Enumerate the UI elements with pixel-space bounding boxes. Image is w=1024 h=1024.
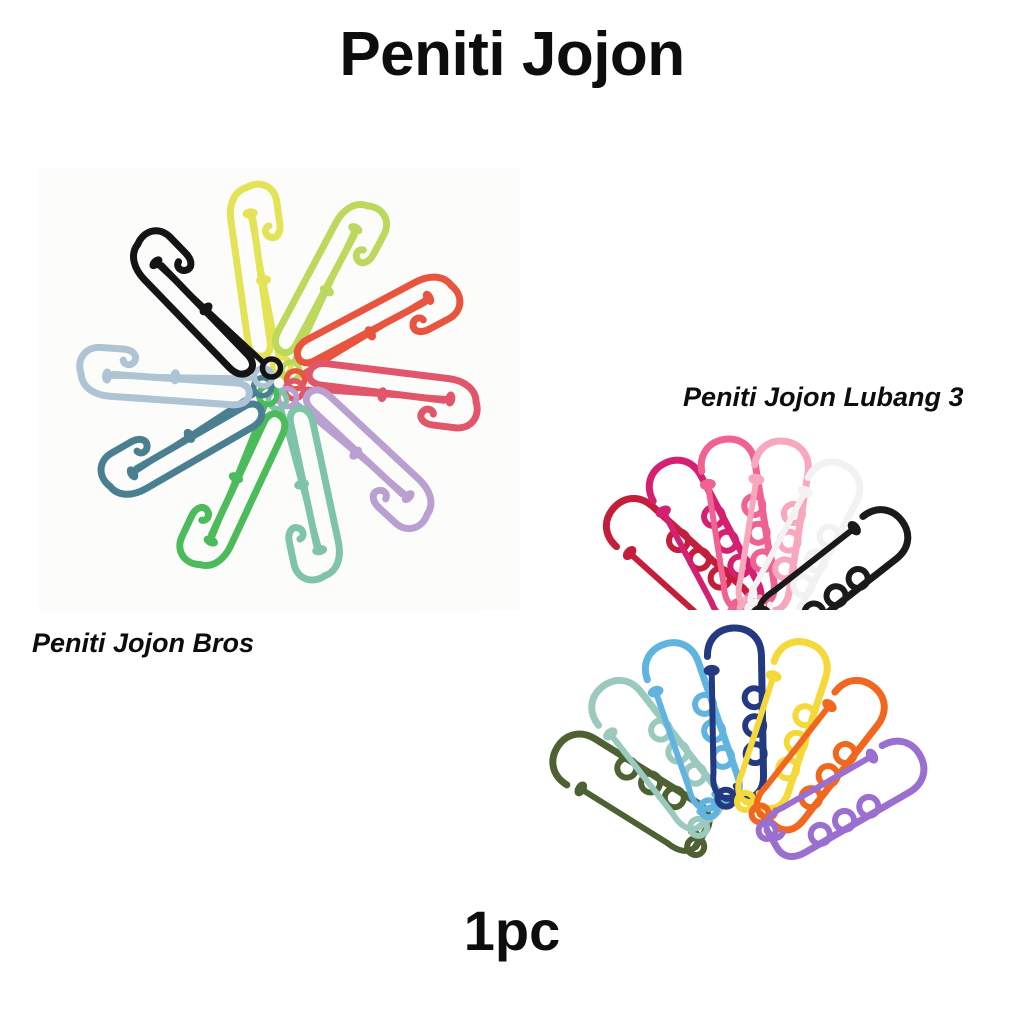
caption-peniti-jojon-bros: Peniti Jojon Bros	[32, 628, 255, 658]
brooch-olive-green	[541, 723, 724, 860]
quantity-label: 1pc	[463, 899, 561, 962]
page-title: Peniti Jojon	[339, 20, 685, 89]
radial-pin-fan-svg	[38, 168, 520, 612]
lubang3-warm-fan-svg	[520, 430, 990, 635]
lubang3-cool-fan-svg	[480, 610, 1000, 860]
caption-peniti-jojon-lubang-3: Peniti Jojon Lubang 3	[683, 382, 964, 412]
product-photo-peniti-jojon-bros	[38, 168, 520, 612]
brooch-purple	[750, 729, 934, 860]
product-photo-lubang3-warm	[520, 430, 990, 635]
product-photo-lubang3-cool	[480, 610, 1000, 860]
brooch-navy-blue	[703, 628, 765, 808]
